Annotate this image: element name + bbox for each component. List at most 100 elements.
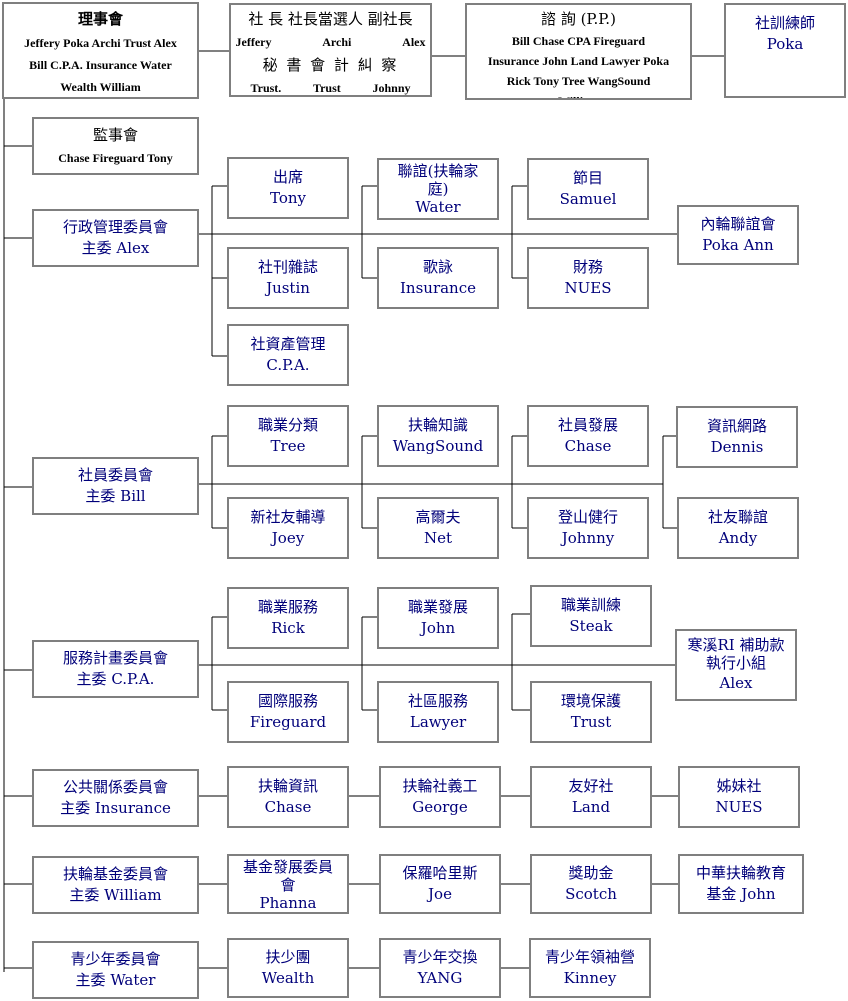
box-name: Alex <box>719 674 753 692</box>
interact-box: 扶少團 Wealth <box>227 938 349 998</box>
network-box: 資訊網路 Dennis <box>676 406 798 468</box>
box-title: 社區服務 <box>407 692 468 710</box>
box-name: George <box>412 798 468 816</box>
box-title: 社刊雜誌 <box>257 258 318 276</box>
box-title: 扶輪資訊 <box>257 777 318 795</box>
classification-box: 職業分類 Tree <box>227 405 349 467</box>
box-title: 扶輪知識 <box>407 416 468 434</box>
box-name: Justin <box>266 279 310 297</box>
international-service-box: 國際服務 Fireguard <box>227 681 349 743</box>
environment-box: 環境保護 Trust <box>530 681 652 743</box>
board-members-row1: Jeffery Poka Archi Trust Alex <box>24 36 177 50</box>
committee-chair: 主委 C.P.A. <box>76 670 155 688</box>
box-title: 環境保護 <box>560 692 621 710</box>
treasurer-name: Trust <box>312 81 341 95</box>
committee-service: 服務計畫委員會 主委 C.P.A. <box>32 640 199 698</box>
box-title-line2: 基金 John <box>706 885 776 903</box>
president-name: Jeffery <box>235 35 272 49</box>
board-box: 理事會 Jeffery Poka Archi Trust Alex Bill C… <box>2 2 199 99</box>
box-name: Land <box>571 798 611 816</box>
box-name: Net <box>423 529 453 547</box>
box-name: Samuel <box>559 190 617 208</box>
trainer-box: 社訓練師 Poka <box>724 3 846 98</box>
committee-admin: 行政管理委員會 主委 Alex <box>32 209 199 267</box>
box-title: 新社友輔導 <box>250 508 326 526</box>
box-title: 職業訓練 <box>560 596 621 614</box>
box-title: 保羅哈里斯 <box>402 864 478 882</box>
box-name: Chase <box>564 437 612 455</box>
box-title: 高爾夫 <box>415 508 461 526</box>
box-title: 國際服務 <box>257 692 318 710</box>
box-title-line2: 執行小組 <box>705 654 766 672</box>
committee-title: 服務計畫委員會 <box>62 649 168 667</box>
advisory-box: 諮 詢 (P.P.) Bill Chase CPA Fireguard Insu… <box>465 3 692 100</box>
friendship-box: 社友聯誼 Andy <box>677 497 799 559</box>
supervisors-names: Chase Fireguard Tony <box>58 151 173 165</box>
box-name: YANG <box>417 969 463 987</box>
box-title: 中華扶輪教育 <box>695 864 786 882</box>
box-name: Joey <box>271 529 305 547</box>
box-name: Scotch <box>565 885 617 903</box>
officers-roles-row: 社 長 社長當選人 副社長 <box>248 10 413 28</box>
advisory-row3: Rick Tony Tree WangSound <box>506 74 651 88</box>
committee-title: 扶輪基金委員會 <box>62 865 168 883</box>
supervisors-box: 監事會 Chase Fireguard Tony <box>32 117 199 175</box>
committee-title: 公共關係委員會 <box>62 778 168 796</box>
officers-box: 社 長 社長當選人 副社長 Jeffery Archi Alex 秘 書 會 計… <box>229 3 432 97</box>
scholarship-box: 獎助金 Scotch <box>530 854 652 914</box>
committee-title: 行政管理委員會 <box>62 218 168 236</box>
trainer-name: Poka <box>766 35 804 53</box>
rotary-knowledge-box: 扶輪知識 WangSound <box>377 405 499 467</box>
box-name: NUES <box>564 279 612 297</box>
committee-chair: 主委 Insurance <box>60 799 171 817</box>
committee-public-relations: 公共關係委員會 主委 Insurance <box>32 769 199 827</box>
committee-chair: 主委 William <box>69 886 162 904</box>
box-title: 姊妹社 <box>716 777 762 795</box>
box-title: 職業服務 <box>257 598 318 616</box>
assets-box: 社資產管理 C.P.A. <box>227 324 349 386</box>
board-title: 理事會 <box>77 10 123 28</box>
community-service-box: 社區服務 Lawyer <box>377 681 499 743</box>
box-title: 社友聯誼 <box>707 508 768 526</box>
box-title: 職業分類 <box>257 416 318 434</box>
box-name: Phanna <box>259 894 317 912</box>
vocational-training-box: 職業訓練 Steak <box>530 585 652 647</box>
advisory-row1: Bill Chase CPA Fireguard <box>511 34 646 48</box>
officers-names-row2: Trust. Trust Johnny <box>251 77 411 95</box>
board-members-row3: Wealth William <box>60 80 141 94</box>
box-name: Steak <box>569 617 613 635</box>
chinese-education-box: 中華扶輪教育 基金 John <box>678 854 804 914</box>
volunteer-box: 扶輪社義工 George <box>379 766 501 828</box>
box-title: 內輪聯誼會 <box>700 215 776 233</box>
committee-chair: 主委 Water <box>75 971 156 989</box>
box-title: 歌詠 <box>422 258 453 276</box>
committee-title: 青少年委員會 <box>70 950 161 968</box>
box-title: 資訊網路 <box>706 417 767 435</box>
box-name: Lawyer <box>409 713 467 731</box>
attendance-box: 出席 Tony <box>227 157 349 219</box>
box-name: C.P.A. <box>266 356 310 374</box>
committee-foundation: 扶輪基金委員會 主委 William <box>32 856 199 914</box>
paul-harris-box: 保羅哈里斯 Joe <box>379 854 501 914</box>
box-name: Chase <box>264 798 312 816</box>
officers-roles-row2: 秘 書 會 計 糾 察 <box>262 56 399 74</box>
vice-president-name: Alex <box>402 35 426 49</box>
box-name: NUES <box>715 798 763 816</box>
finance-box: 財務 NUES <box>527 247 649 309</box>
board-members-row2: Bill C.P.A. Insurance Water <box>29 58 172 72</box>
advisory-title: 諮 詢 (P.P.) <box>541 10 616 28</box>
box-title: 基金發展委員會 <box>242 858 333 894</box>
committee-chair: 主委 Alex <box>81 239 150 257</box>
box-name: Tree <box>270 437 306 455</box>
box-name: Poka Ann <box>702 236 774 254</box>
box-name: Kinney <box>563 969 617 987</box>
box-title: 職業發展 <box>407 598 468 616</box>
committee-youth: 青少年委員會 主委 Water <box>32 941 199 999</box>
vocational-development-box: 職業發展 John <box>377 587 499 649</box>
box-name: Joe <box>428 885 452 903</box>
president-elect-name: Archi <box>322 35 352 49</box>
trainer-title: 社訓練師 <box>754 14 815 32</box>
rotary-info-box: 扶輪資訊 Chase <box>227 766 349 828</box>
box-name: Tony <box>269 189 306 207</box>
